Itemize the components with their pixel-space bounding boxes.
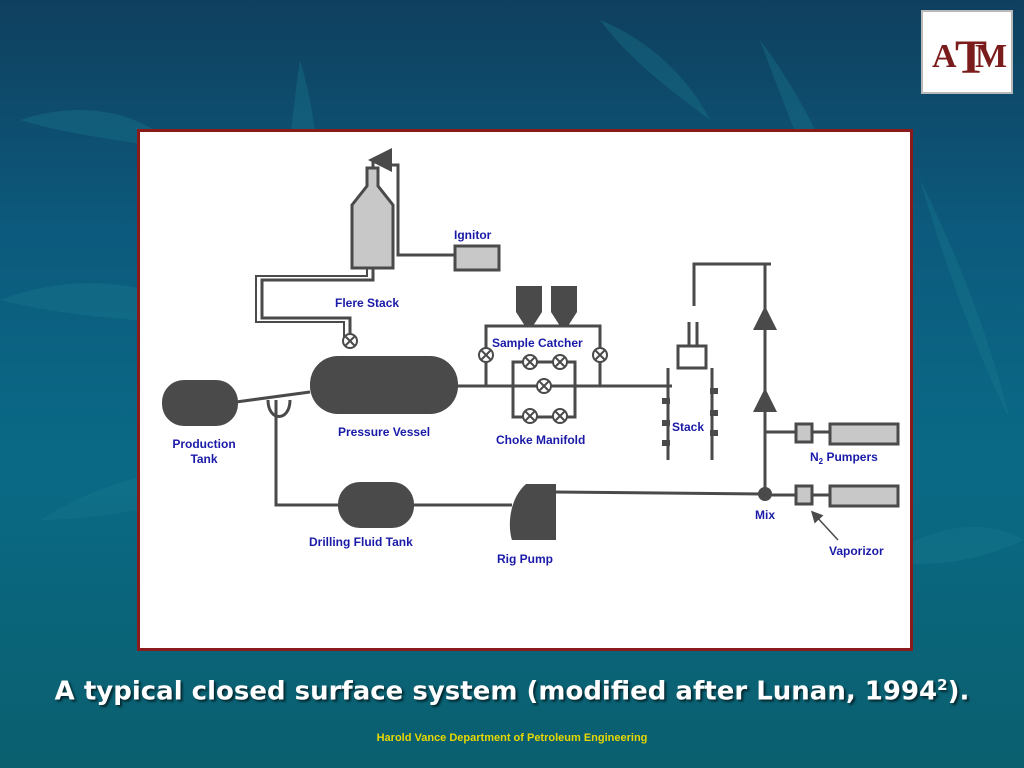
sample-catcher-left (516, 286, 542, 326)
production-tank (162, 380, 238, 426)
label-pressure-vessel: Pressure Vessel (338, 425, 430, 439)
flare-stack (350, 166, 395, 270)
atm-logo-mark: A T M (927, 17, 1007, 87)
slide-caption: A typical closed surface system (modifie… (0, 676, 1024, 707)
diagram-frame: Ignitor Flere Stack Sample Catcher Produ… (137, 129, 913, 651)
n2-pumper-box (794, 422, 814, 444)
return-line (692, 262, 771, 306)
valve-choke-5 (552, 408, 568, 424)
logo-letter-t: T (955, 31, 987, 84)
sample-catcher-right (551, 286, 577, 326)
choke-manifold-loop (511, 360, 577, 419)
valve-catcher-right (592, 347, 608, 363)
closed-surface-system-diagram: Ignitor Flere Stack Sample Catcher Produ… (162, 148, 900, 566)
pressure-vessel (310, 356, 458, 414)
label-production-tank-1: Production (172, 437, 235, 451)
label-rig-pump: Rig Pump (497, 552, 553, 566)
valve-choke-3 (536, 378, 552, 394)
caption-end: ). (947, 676, 970, 707)
label-sample-catcher: Sample Catcher (492, 336, 583, 350)
production-pipe (235, 390, 311, 404)
vaporizor-box (794, 484, 814, 506)
valve-choke-4 (522, 408, 538, 424)
label-stack: Stack (672, 420, 704, 434)
stack-baffle (662, 398, 670, 404)
vaporizor-pointer (810, 510, 839, 541)
valve-choke-1 (522, 354, 538, 370)
valve-catcher-left (478, 347, 494, 363)
caption-text: A typical closed surface system (modifie… (54, 676, 938, 707)
label-vaporizor: Vaporizor (829, 544, 884, 558)
label-mix: Mix (755, 508, 775, 522)
drilling-fluid-tank (338, 482, 414, 528)
valve-flare (342, 333, 358, 349)
atm-logo: A T M (921, 10, 1013, 94)
logo-letter-a: A (932, 38, 957, 75)
label-flare-stack: Flere Stack (335, 296, 399, 310)
vaporizor-tank (828, 484, 900, 508)
label-ignitor: Ignitor (454, 228, 492, 242)
sample-catcher-line (484, 324, 602, 386)
flare-feed-pipe (260, 268, 375, 338)
rig-pump-line (553, 490, 766, 496)
label-n2-pumpers: N2 Pumpers (810, 450, 878, 466)
drilling-fluid-line (274, 400, 340, 507)
stack-head (676, 344, 708, 370)
mix-point (758, 487, 772, 501)
caption-superscript: 2 (937, 676, 948, 694)
flare-feed-pipe-inner (255, 268, 368, 338)
ignitor (453, 244, 501, 272)
label-choke-manifold: Choke Manifold (496, 433, 585, 447)
label-production-tank-2: Tank (190, 452, 217, 466)
n2-pumper-tank (828, 422, 900, 446)
valve-choke-2 (552, 354, 568, 370)
logo-letter-m: M (975, 38, 1007, 75)
u-bend (266, 399, 292, 418)
label-drilling-fluid-tank: Drilling Fluid Tank (309, 535, 413, 549)
footer-department: Harold Vance Department of Petroleum Eng… (376, 732, 648, 744)
